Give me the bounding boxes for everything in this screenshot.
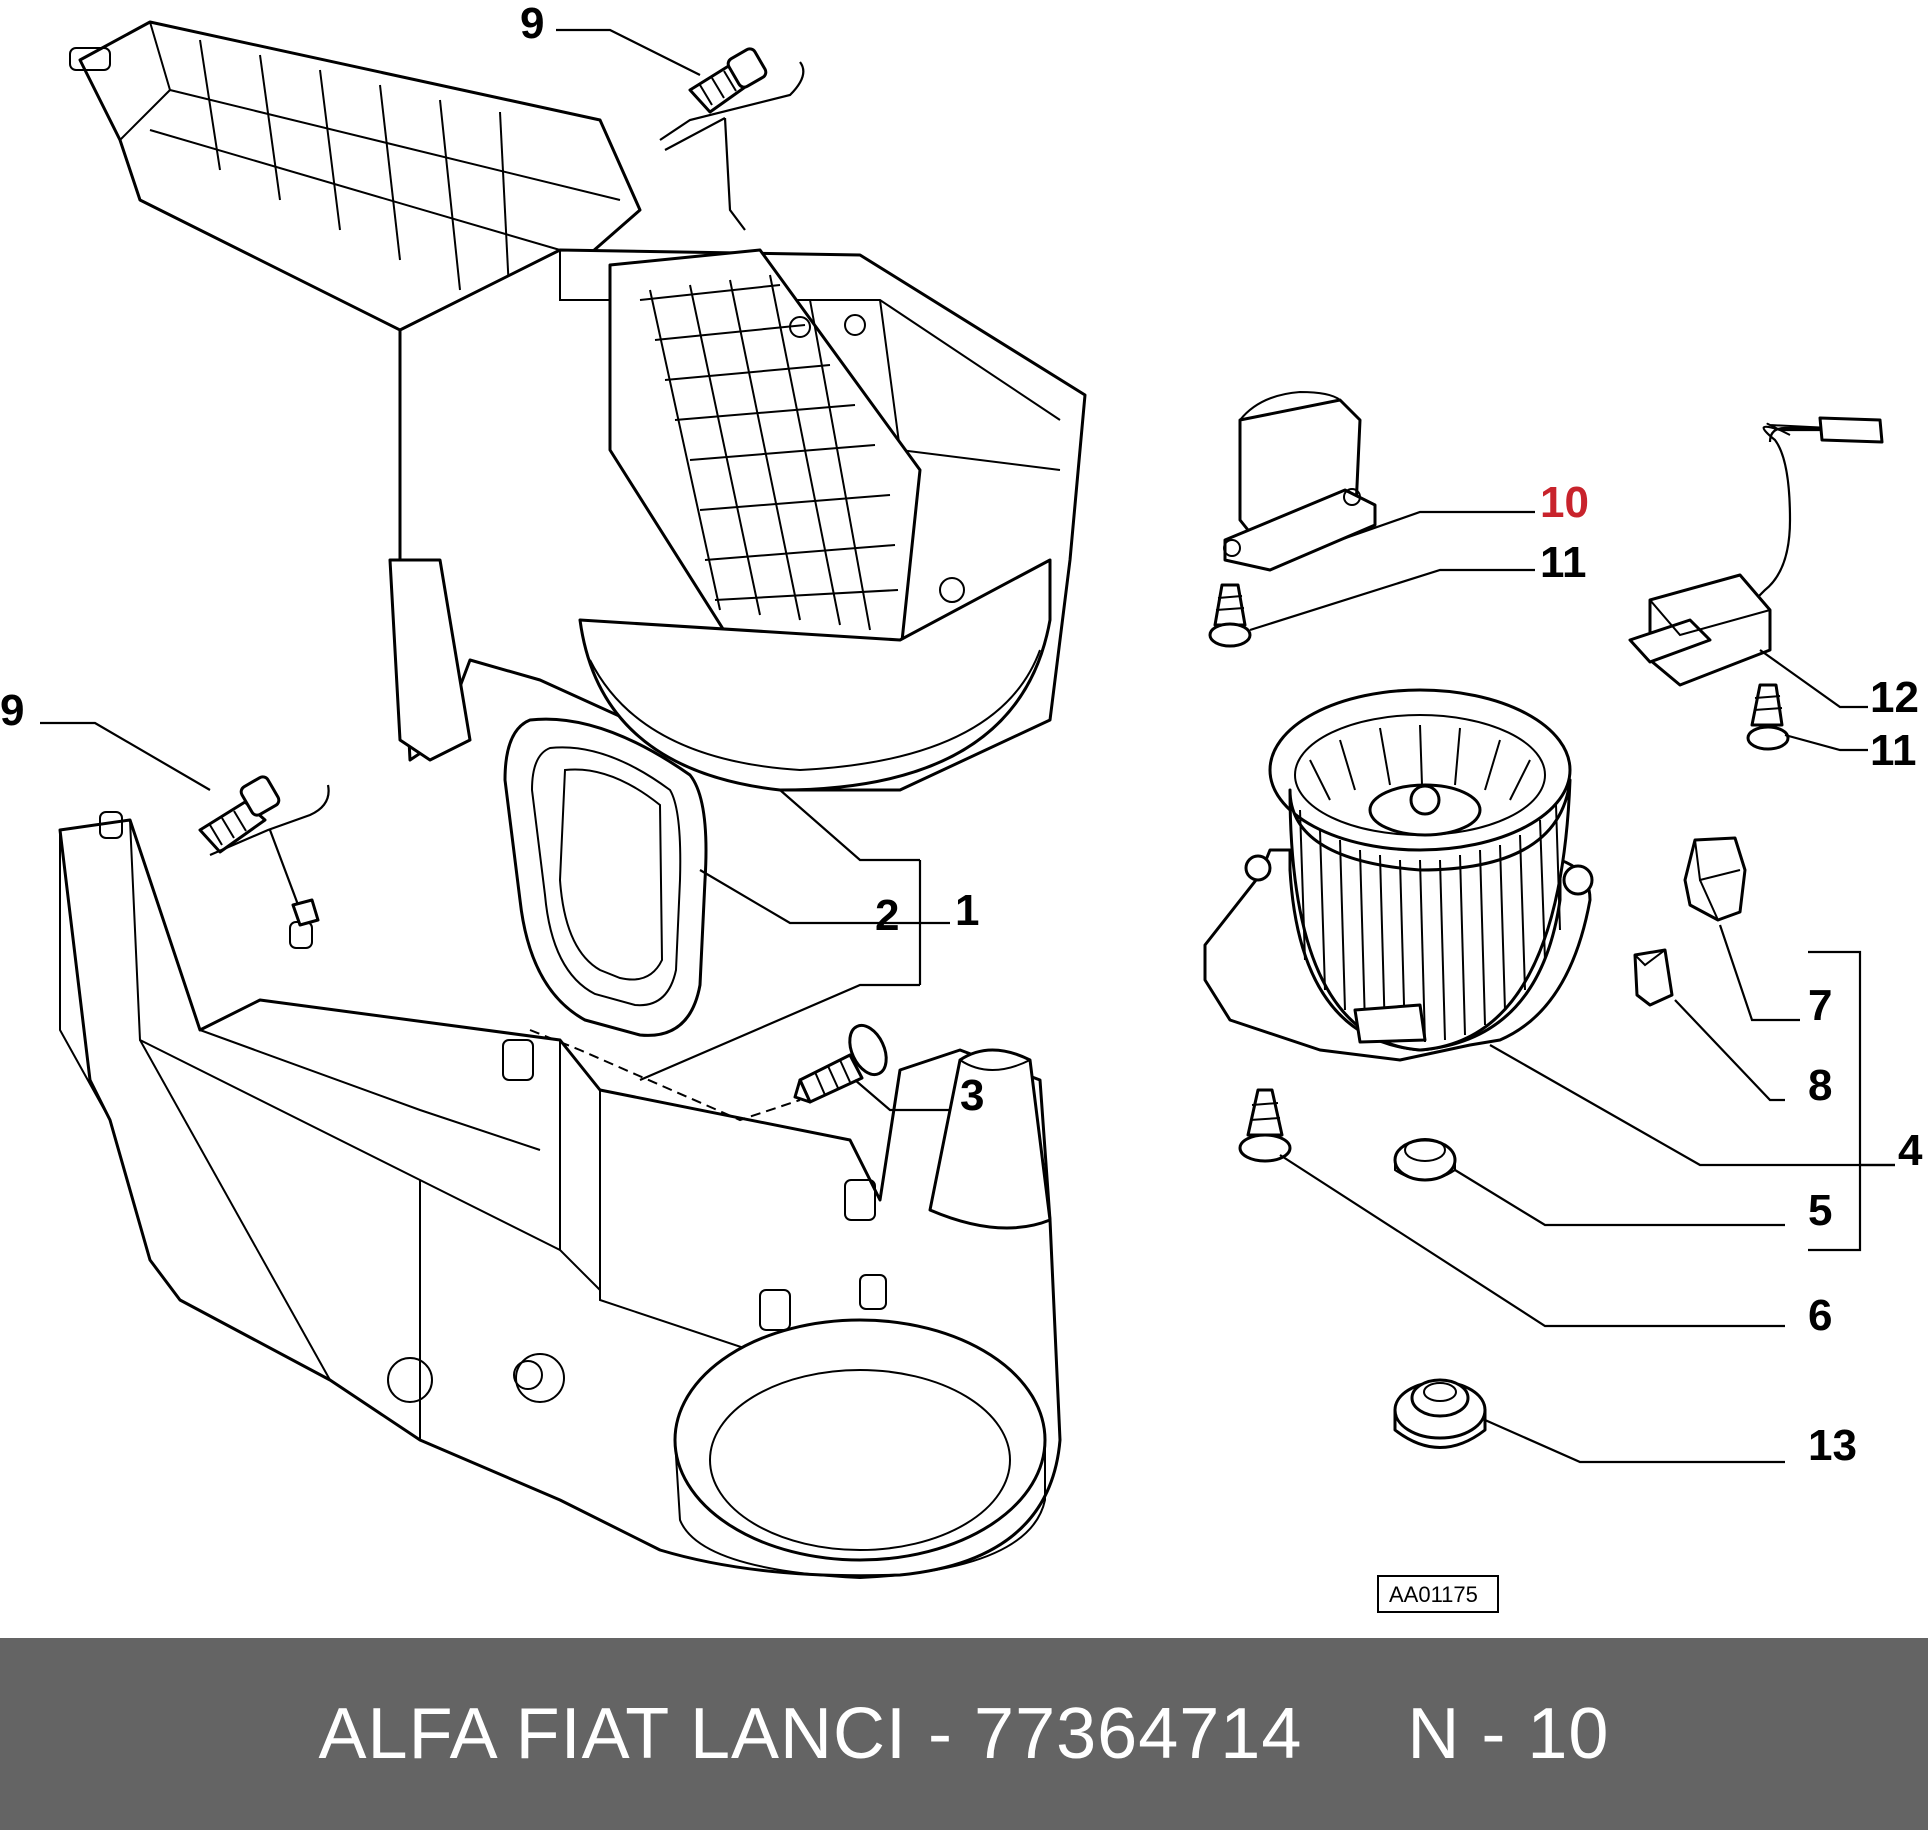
callout-4: 4	[1898, 1126, 1923, 1175]
callout-10: 10	[1540, 478, 1589, 527]
screw-9-top	[659, 47, 805, 231]
callout-1: 1	[955, 886, 979, 935]
blower-motor-4	[1203, 688, 1594, 1062]
grommet-13	[1393, 1378, 1487, 1449]
grommet-5	[1393, 1138, 1457, 1182]
reference-code: AA01175	[1389, 1582, 1478, 1607]
reference-code-box: AA01175	[1377, 1575, 1499, 1613]
callouts: 9 9 10 11 12 11 2 1 3 7 8 4 5 6 13	[0, 0, 1923, 1470]
screw-3	[529, 1023, 888, 1122]
upper-heater-housing	[69, 20, 1087, 792]
callout-5: 5	[1808, 1186, 1832, 1235]
resistor-10	[1223, 390, 1377, 572]
leader-lines	[40, 28, 1895, 1464]
callout-9-top: 9	[520, 0, 544, 48]
parts-diagram: 9 9 10 11 12 11 2 1 3 7 8 4 5 6 13 AA011…	[0, 0, 1923, 1613]
screw-9-left	[198, 775, 330, 927]
screw-6	[1238, 1088, 1292, 1163]
callout-2: 2	[875, 891, 899, 940]
seal-gasket	[503, 717, 708, 1037]
footer-bar: ALFA FIAT LANCI - 77364714 N - 10	[0, 1638, 1928, 1830]
callout-13: 13	[1808, 1421, 1857, 1470]
footer-part-number: ALFA FIAT LANCI - 77364714 N - 10	[318, 1694, 1610, 1774]
screw-11-b	[1746, 683, 1790, 751]
clip-7	[1683, 836, 1747, 922]
callout-11-a: 11	[1540, 538, 1587, 587]
clip-8	[1633, 948, 1674, 1007]
lower-heater-housing	[58, 811, 1062, 1580]
screw-11-a	[1208, 583, 1252, 648]
connector-12	[1628, 416, 1884, 687]
callout-6: 6	[1808, 1291, 1832, 1340]
callout-3: 3	[960, 1071, 984, 1120]
callout-8: 8	[1808, 1061, 1832, 1110]
callout-12: 12	[1870, 673, 1919, 722]
callout-7: 7	[1808, 981, 1832, 1030]
callout-9-left: 9	[0, 686, 24, 735]
callout-11-b: 11	[1870, 726, 1917, 775]
